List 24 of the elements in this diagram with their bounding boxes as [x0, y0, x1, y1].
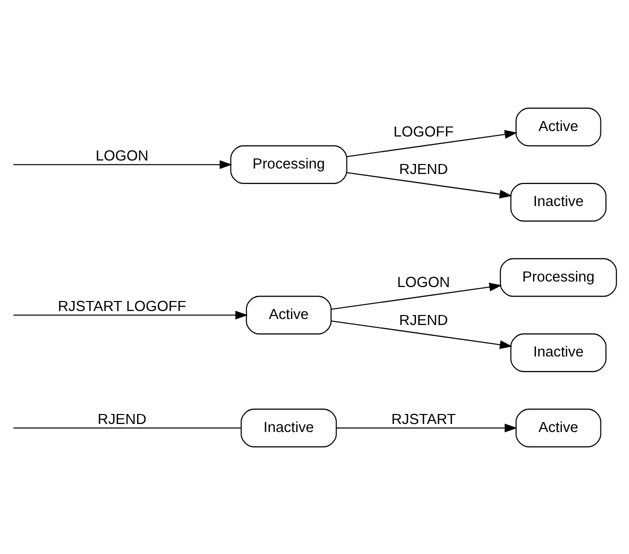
connector: [13, 426, 241, 428]
node-box: Inactive: [510, 182, 606, 222]
node-box: Processing: [500, 258, 617, 296]
edge-label: RJSTART: [391, 412, 456, 428]
arrow: [13, 310, 248, 320]
edge-label: RJSTART LOGOFF: [58, 298, 186, 315]
edge-label: LOGOFF: [394, 124, 454, 140]
node-box: Active: [516, 107, 602, 146]
arrow: [346, 130, 518, 157]
node-box: Inactive: [240, 408, 337, 447]
arrow: [346, 172, 512, 198]
edge-label: LOGON: [397, 274, 450, 291]
edge-label: LOGON: [96, 148, 148, 164]
node-box: Processing: [230, 144, 348, 184]
node-box: Active: [246, 295, 332, 334]
arrow: [13, 160, 232, 169]
edge-label: RJEND: [98, 412, 146, 428]
edge-label: RJEND: [399, 162, 448, 178]
arrow: [331, 320, 512, 349]
arrow: [331, 282, 502, 310]
node-box: Inactive: [510, 332, 606, 372]
arrow: [336, 423, 518, 432]
node-box: Active: [516, 408, 602, 447]
edge-label: RJEND: [399, 312, 448, 328]
